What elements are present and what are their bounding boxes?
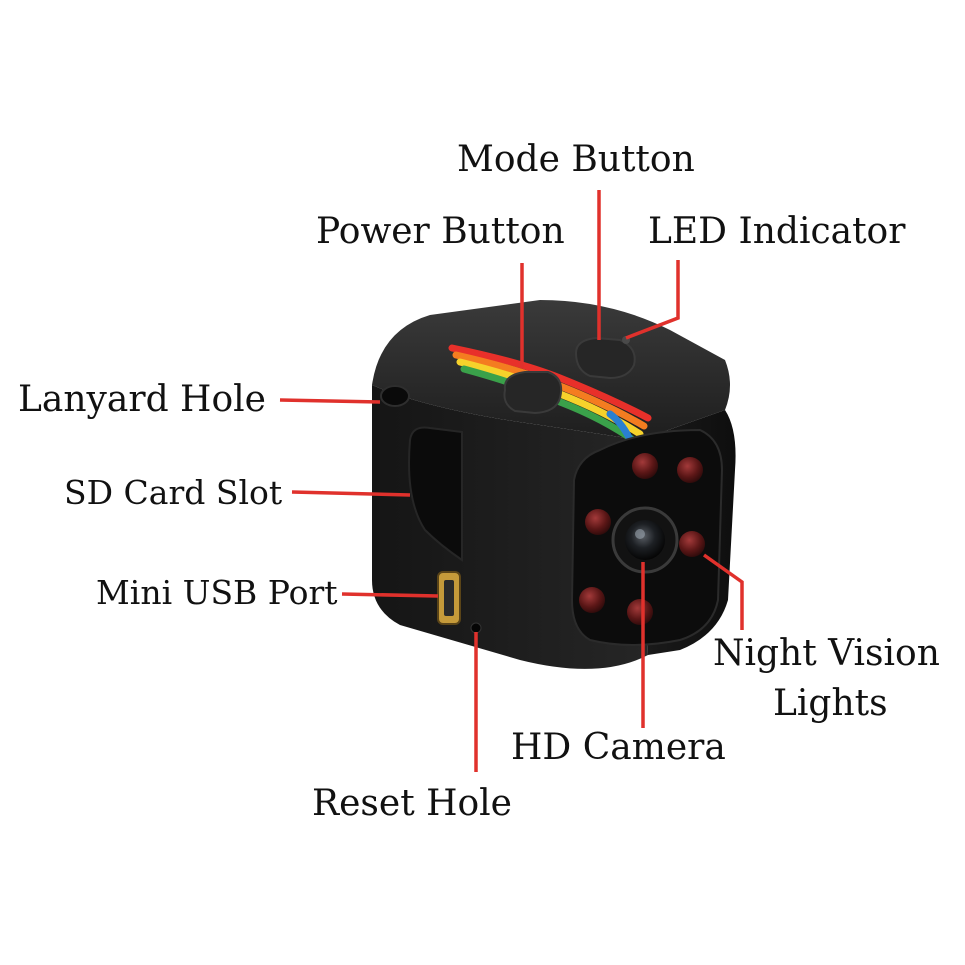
night-vision-leds (579, 453, 705, 625)
hd-camera-lens (625, 520, 665, 560)
leader-lanyard-hole (279, 398, 381, 404)
camera-top-face (372, 300, 730, 440)
leader-led-indicator (625, 260, 680, 340)
label-hd-camera: HD Camera (511, 727, 726, 768)
lanyard-hole-shape (380, 385, 410, 407)
leader-mini-usb-port (341, 592, 439, 598)
label-led-indicator: LED Indicator (648, 211, 906, 252)
mode-button-shape (574, 336, 636, 380)
leader-night-vision (702, 553, 744, 630)
leader-lines (279, 190, 744, 772)
label-power-button: Power Button (316, 211, 565, 252)
leader-sd-card-slot (291, 490, 411, 497)
label-sd-card-slot: SD Card Slot (64, 473, 283, 512)
label-mini-usb-port: Mini USB Port (96, 573, 338, 612)
reset-hole-shape (470, 622, 482, 634)
label-night-vision-line2: Lights (773, 683, 888, 724)
label-night-vision-line1: Night Vision (713, 633, 940, 674)
label-reset-hole: Reset Hole (312, 783, 512, 824)
sd-card-slot-shape (408, 426, 463, 562)
power-button-shape (503, 371, 563, 415)
label-mode-button: Mode Button (457, 139, 695, 180)
label-lanyard-hole: Lanyard Hole (18, 379, 266, 420)
